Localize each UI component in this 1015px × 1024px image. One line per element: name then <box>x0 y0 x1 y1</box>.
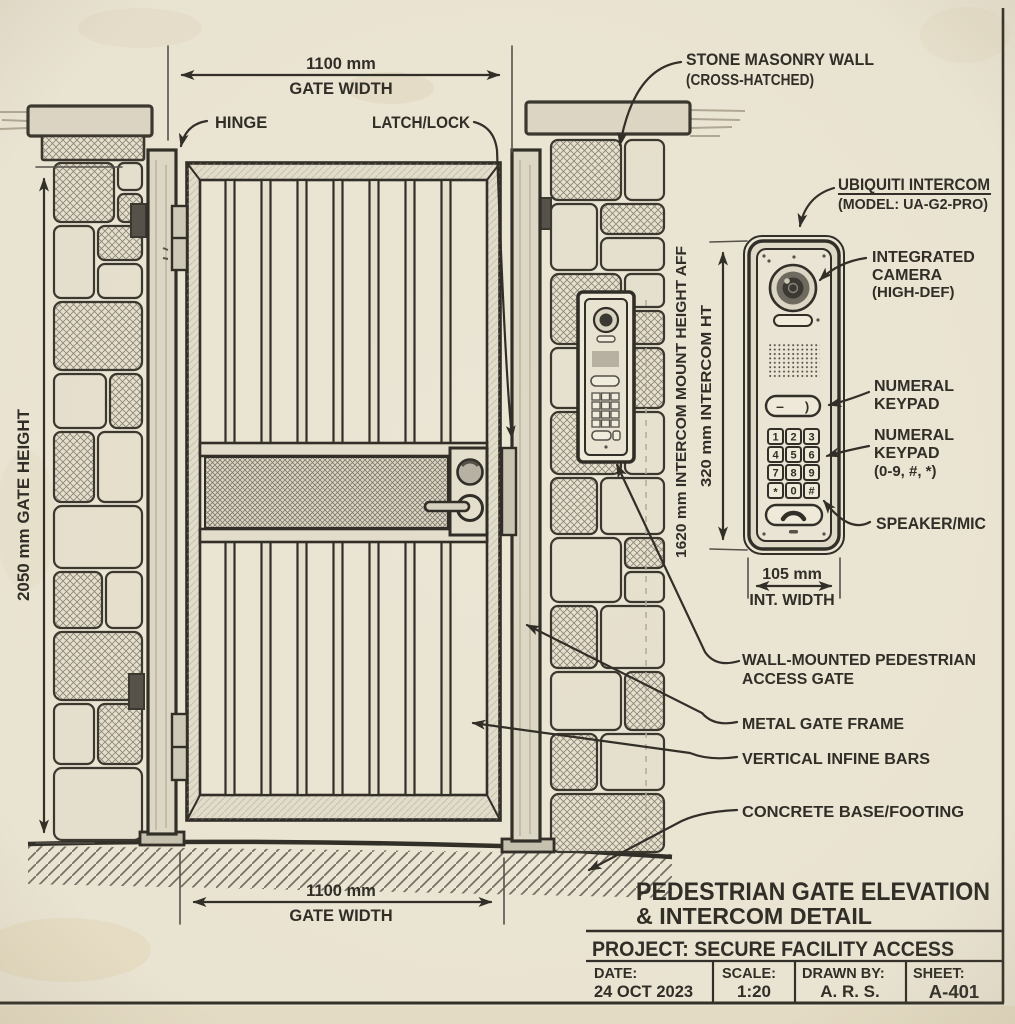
paper-vignette <box>0 0 1015 1024</box>
blueprint-sheet: – ) 1 2 3 4 5 6 7 8 9 * 0 # 1100 mm GATE… <box>0 0 1015 1024</box>
gate-elevation-drawing: – ) 1 2 3 4 5 6 7 8 9 * 0 # 1100 mm GATE… <box>0 0 1015 1024</box>
